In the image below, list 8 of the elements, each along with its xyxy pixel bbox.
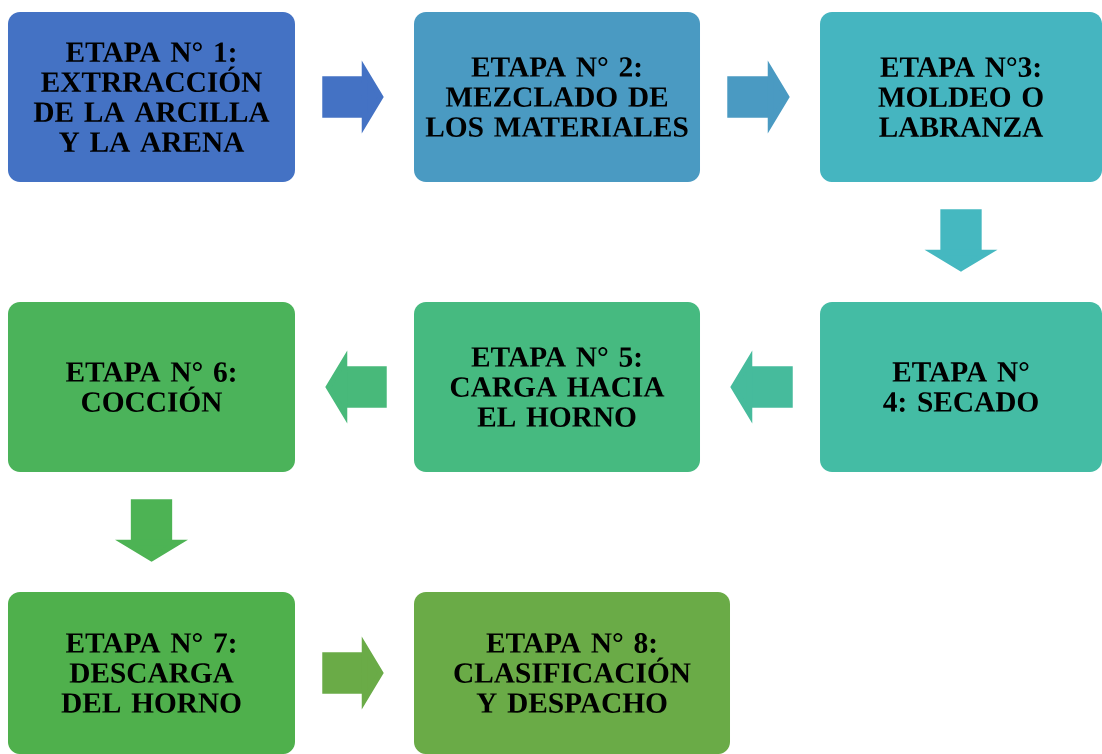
process-box: ETAPA N° 1: EXTRRACCIÓN DE LA ARCILLA Y LA ARENA — [8, 12, 295, 182]
process-box: ETAPA N° 5: CARGA HACIA EL HORNO — [414, 302, 700, 472]
process-box: ETAPA N° 8: CLASIFICACIÓN Y DESPACHO — [414, 592, 730, 754]
process-box: ETAPA N° 4: SECADO — [820, 302, 1102, 472]
process-box: ETAPA N°3: MOLDEO O LABRANZA — [820, 12, 1102, 182]
process-box: ETAPA N° 7: DESCARGA DEL HORNO — [8, 592, 295, 754]
process-box: ETAPA N° 2: MEZCLADO DE LOS MATERIALES — [414, 12, 700, 182]
process-box: ETAPA N° 6: COCCIÓN — [8, 302, 295, 472]
